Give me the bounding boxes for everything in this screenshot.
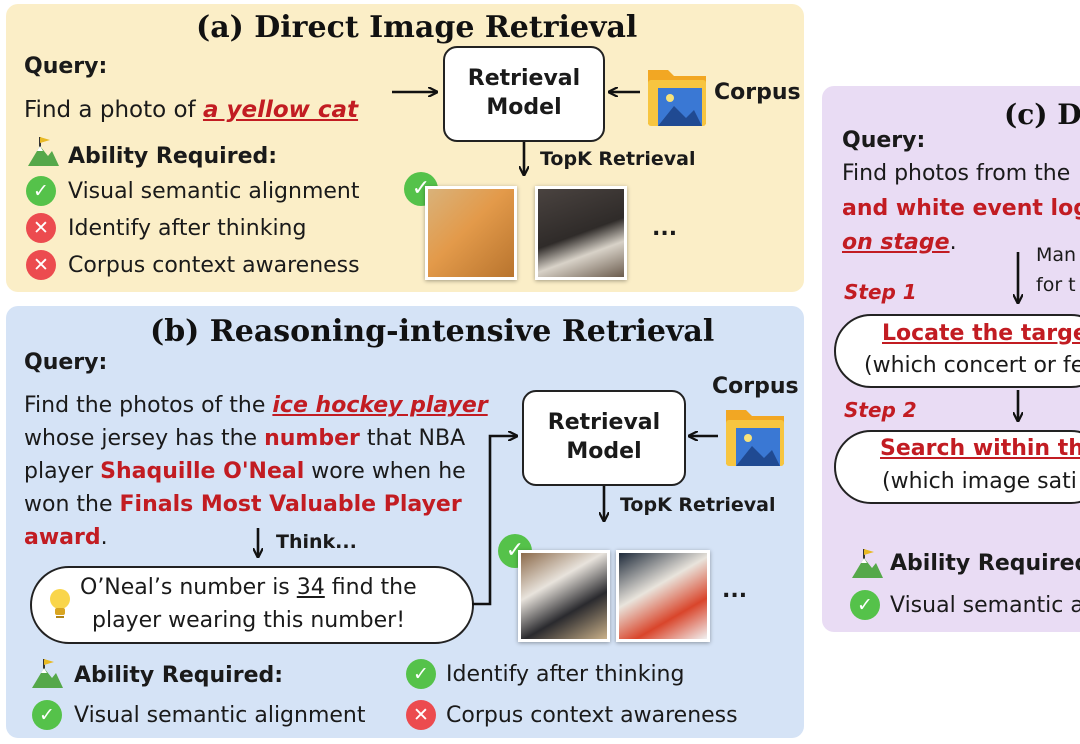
panel-c-side-line-2: for t (1036, 274, 1076, 296)
panel-a-topk-label: TopK Retrieval (540, 148, 696, 170)
panel-b-query-line-1: Find the photos of the ice hockey player (24, 395, 488, 417)
panel-c-query-line-2: and white event logo (842, 196, 1080, 221)
step-1-box (834, 314, 1080, 388)
panel-a-corpus-label: Corpus (714, 80, 801, 105)
hockey-photo-1 (518, 550, 610, 642)
panel-direct-retrieval (6, 4, 804, 292)
panel-b-query-label: Query: (24, 350, 108, 375)
panel-b-ability-1: Identify after thinking (446, 662, 685, 687)
panel-b-title: (b) Reasoning-intensive Retrieval (150, 314, 715, 349)
query-text: . (949, 230, 957, 255)
panel-a-retrieval-model: Retrieval Model (443, 46, 605, 142)
check-icon: ✓ (406, 659, 436, 689)
step-2-label: Step 2 (844, 398, 917, 422)
panel-a-query-text: Find a photo of a yellow cat (24, 99, 358, 122)
query-highlight: a yellow cat (202, 97, 359, 123)
query-text: wore when he (304, 459, 466, 484)
query-highlight: award (24, 525, 101, 550)
panel-b-ability-3: Corpus context awareness (446, 703, 738, 728)
panel-c-ability-1: Visual semantic a (890, 593, 1080, 618)
thought-text: find the (324, 575, 417, 600)
cross-icon: ✕ (406, 700, 436, 730)
step-1-sub: (which concert or fe (864, 353, 1080, 378)
panel-c-query-line-1: Find photos from the (842, 161, 1071, 186)
check-icon: ✓ (850, 590, 880, 620)
panel-c-query-line-3: on stage. (842, 232, 957, 254)
query-highlight: ice hockey player (272, 393, 488, 418)
cat-photo-1 (425, 186, 517, 280)
cat-photo-2 (535, 186, 627, 280)
cross-icon: ✕ (26, 213, 56, 243)
panel-b-ability-2: Visual semantic alignment (74, 703, 366, 728)
query-text: won the (24, 492, 120, 517)
step-2-box (834, 430, 1080, 504)
query-highlight: number (264, 426, 360, 451)
panel-c-side-line-1: Man (1036, 244, 1077, 266)
step-2-title: Search within the (880, 436, 1080, 461)
panel-a-ability-1: Visual semantic alignment (68, 179, 360, 204)
mountain-flag-icon (852, 549, 883, 578)
query-highlight: on stage (842, 230, 950, 255)
panel-b-query-line-3: player Shaquille O'Neal wore when he (24, 461, 466, 483)
panel-b-corpus-label: Corpus (712, 374, 799, 399)
panel-b-topk-label: TopK Retrieval (620, 494, 776, 516)
corpus-folder-icon (726, 410, 784, 466)
thought-bubble (30, 566, 474, 644)
query-text: whose jersey has the (24, 426, 265, 451)
step-2-sub: (which image sati (882, 469, 1077, 494)
panel-a-ability-2: Identify after thinking (68, 216, 307, 241)
check-icon: ✓ (32, 700, 62, 730)
panel-c-ability-label: Ability Required: (890, 551, 1080, 576)
panel-b-query-line-2: whose jersey has the number that NBA (24, 428, 465, 450)
model-line-2: Model (486, 95, 562, 120)
panel-b-ellipsis: ... (722, 578, 748, 603)
arrow-thought-to-model (472, 436, 516, 606)
query-highlight: Shaquille O'Neal (100, 459, 305, 484)
panel-reasoning-retrieval (6, 306, 804, 738)
check-icon: ✓ (26, 176, 56, 206)
step-1-label: Step 1 (844, 280, 917, 304)
query-text: . (100, 525, 108, 550)
mountain-flag-icon (32, 659, 63, 688)
query-text: that NBA (359, 426, 466, 451)
panel-a-ellipsis: ... (652, 216, 678, 241)
query-text: Find the photos of the (24, 393, 273, 418)
panel-a-title: (a) Direct Image Retrieval (196, 10, 638, 45)
mountain-flag-icon (28, 137, 59, 166)
thought-line-1: O’Neal’s number is 34 find the (80, 577, 417, 599)
panel-b-query-line-4: won the Finals Most Valuable Player (24, 494, 462, 516)
panel-b-query-line-5: award. (24, 527, 108, 549)
query-text: player (24, 459, 101, 484)
panel-c-query-label: Query: (842, 128, 926, 153)
model-line-1: Retrieval (467, 66, 581, 92)
corpus-folder-icon (648, 70, 706, 126)
panel-a-ability-label: Ability Required: (68, 144, 278, 169)
cross-icon: ✕ (26, 250, 56, 280)
panel-b-think-label: Think... (276, 531, 357, 553)
panel-a-query-label: Query: (24, 54, 108, 79)
thought-text: O’Neal’s number is (80, 575, 297, 600)
panel-b-retrieval-model: Retrieval Model (522, 390, 686, 486)
model-line-2: Model (566, 439, 642, 464)
lightbulb-icon (50, 589, 70, 618)
panel-c-title: (c) D (1004, 98, 1080, 131)
query-prefix: Find a photo of (24, 97, 203, 123)
panel-b-ability-label: Ability Required: (74, 663, 284, 688)
step-1-title: Locate the target (882, 321, 1080, 346)
panel-a-ability-3: Corpus context awareness (68, 253, 360, 278)
hockey-photo-2 (616, 550, 710, 642)
thought-number: 34 (296, 575, 325, 600)
thought-line-2: player wearing this number! (92, 608, 406, 633)
model-line-1: Retrieval (547, 410, 661, 436)
query-highlight: Finals Most Valuable Player (119, 492, 462, 517)
